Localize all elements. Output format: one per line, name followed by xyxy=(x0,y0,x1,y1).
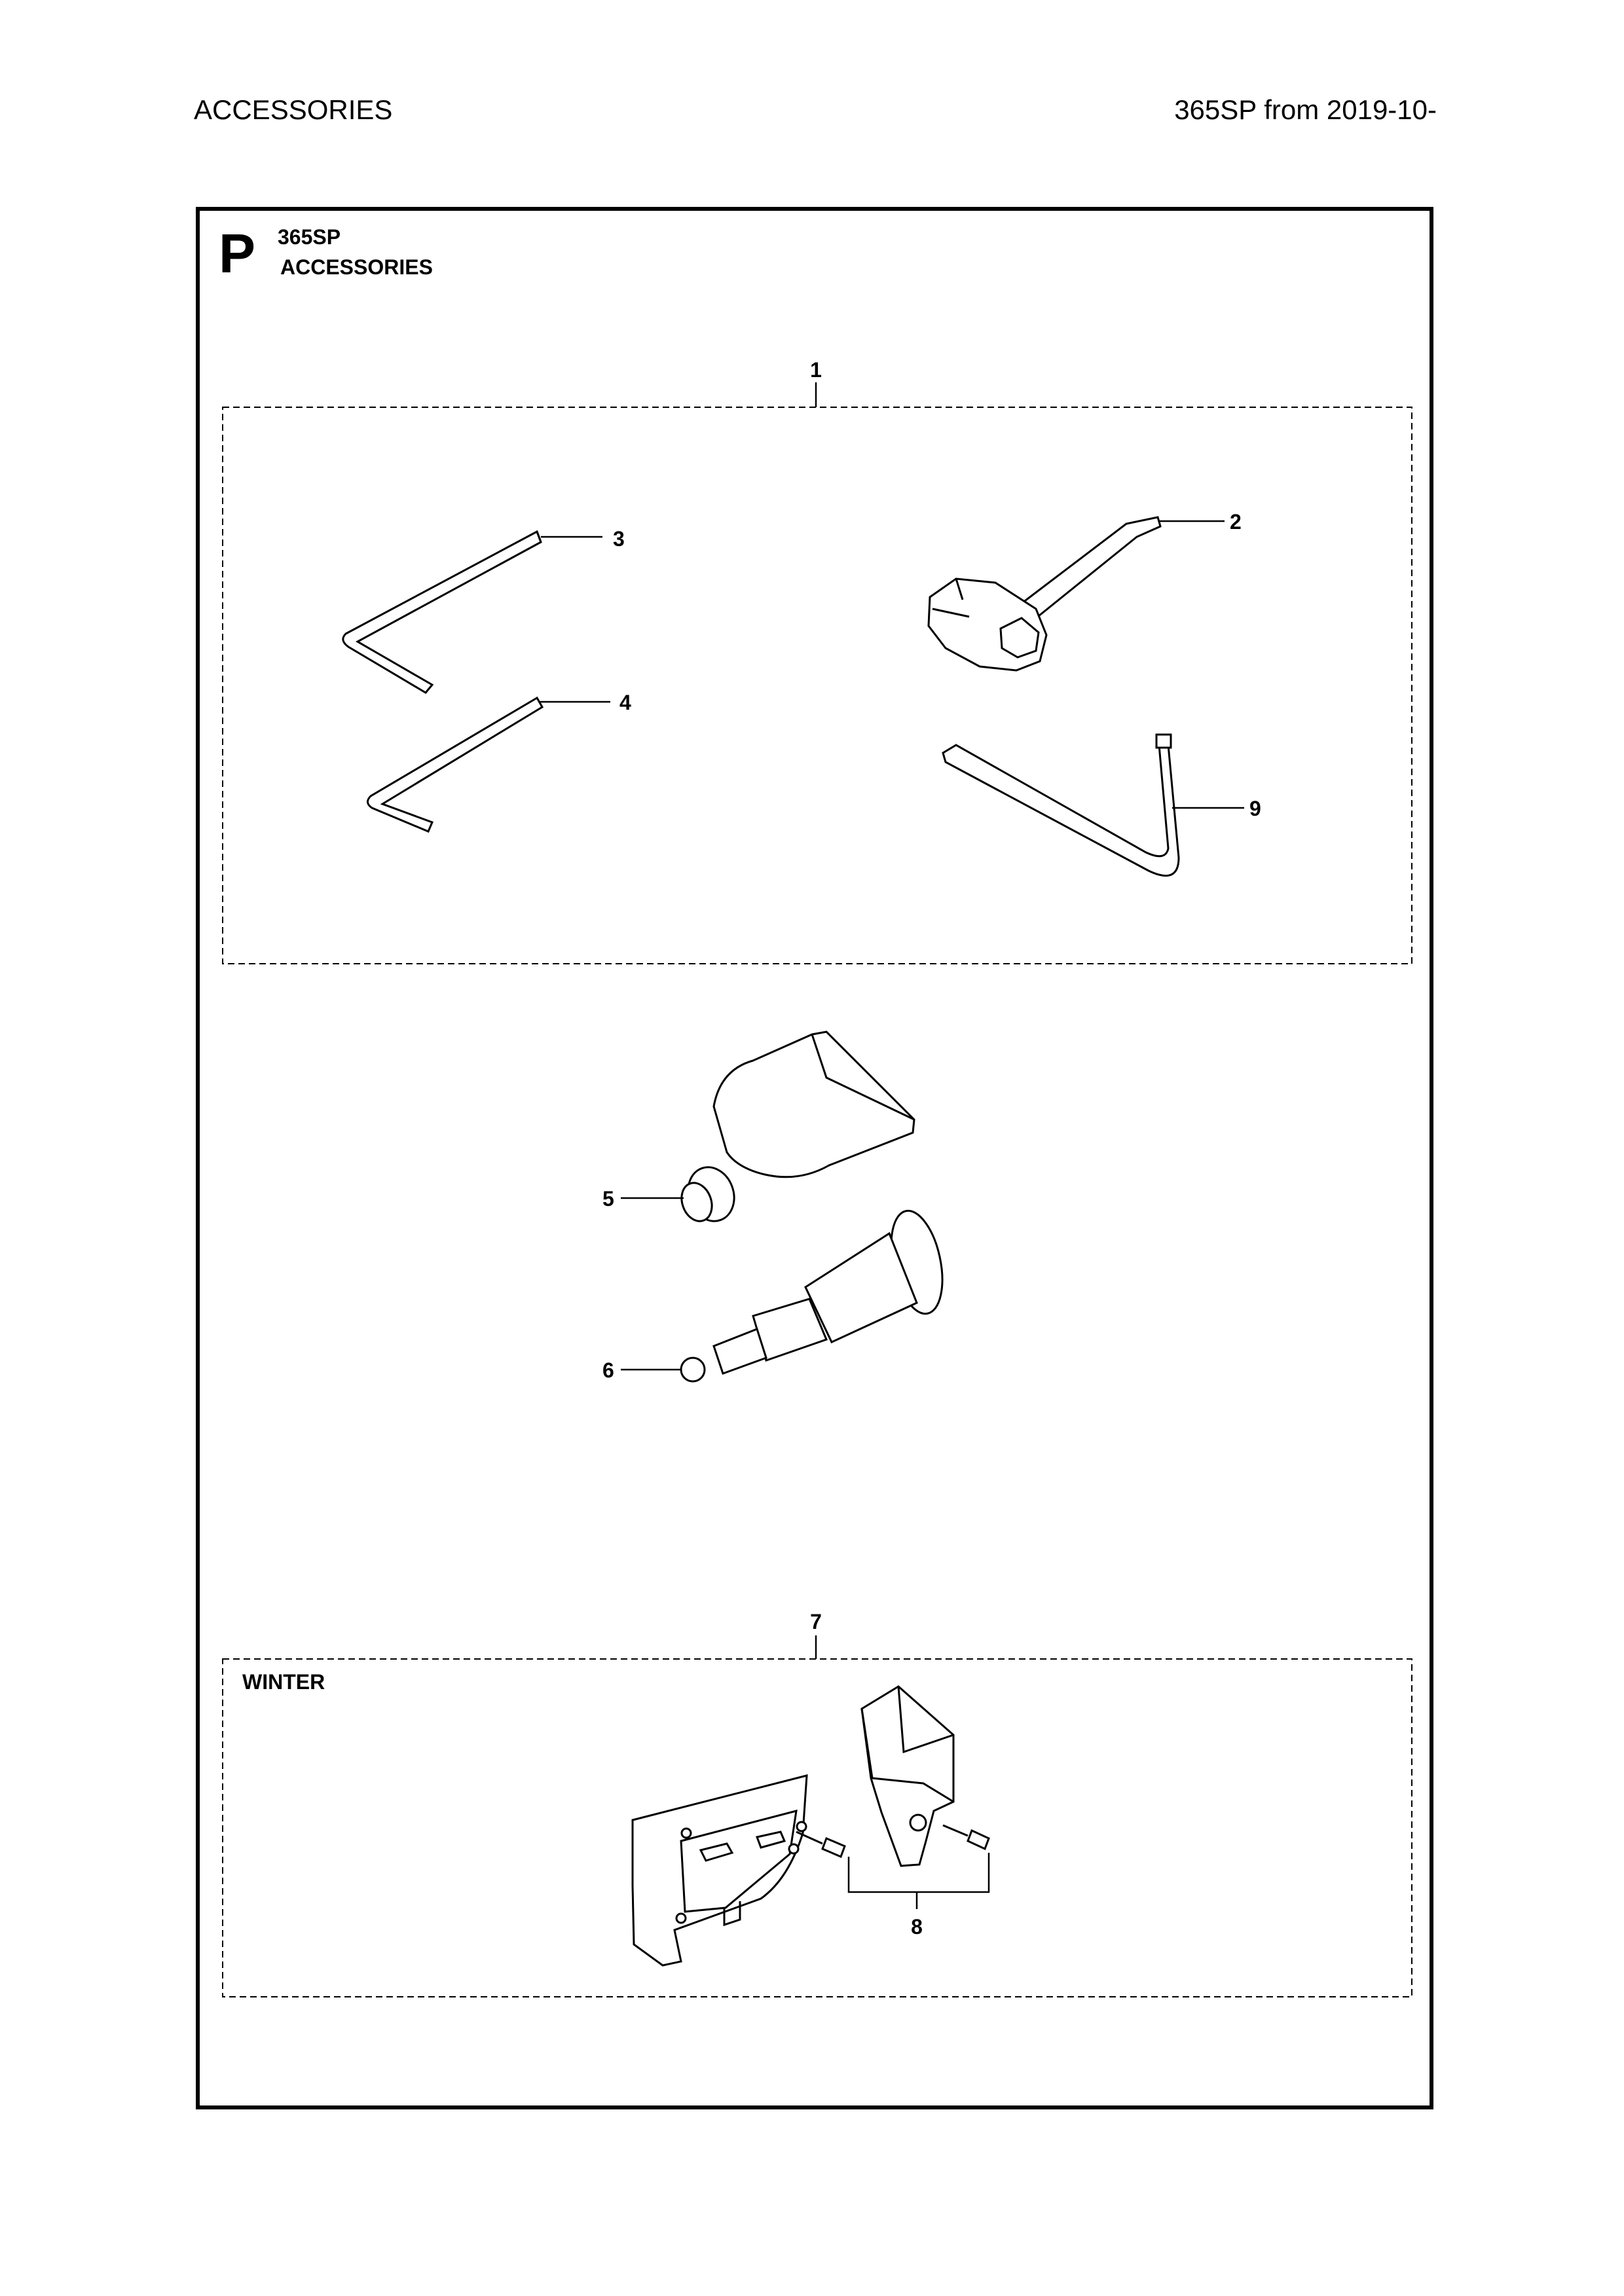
tool-kit-group-box xyxy=(222,382,1412,964)
winter-shutter-icon xyxy=(860,1685,955,1867)
grease-gun-nozzle-icon xyxy=(621,1209,944,1383)
winter-kit-group-box xyxy=(222,1635,1412,1997)
grease-tube-icon xyxy=(621,1030,915,1222)
panel-title: ACCESSORIES xyxy=(280,255,433,279)
screw-icon xyxy=(796,1824,990,1909)
header-model-range: 365SP from 2019-10- xyxy=(1174,94,1437,125)
callout-6: 6 xyxy=(602,1358,614,1382)
combination-spanner-icon xyxy=(927,516,1225,672)
housing-plate-icon xyxy=(631,1774,808,1967)
callout-9: 9 xyxy=(1249,797,1261,820)
callout-8: 8 xyxy=(911,1915,923,1939)
hex-key-small-icon xyxy=(367,696,610,833)
hex-key-large-icon xyxy=(342,530,602,694)
winter-kit-label: WINTER xyxy=(242,1670,325,1694)
callout-5: 5 xyxy=(602,1187,614,1211)
header-section-title: ACCESSORIES xyxy=(194,94,393,125)
callout-3: 3 xyxy=(613,527,625,551)
panel-letter: P xyxy=(219,223,256,284)
torx-key-icon xyxy=(942,733,1244,877)
callout-1: 1 xyxy=(810,358,822,382)
callout-2: 2 xyxy=(1230,510,1242,534)
panel-model: 365SP xyxy=(278,225,341,249)
callout-7: 7 xyxy=(810,1610,822,1633)
diagram-frame xyxy=(196,207,1433,2109)
callout-4: 4 xyxy=(619,691,631,714)
